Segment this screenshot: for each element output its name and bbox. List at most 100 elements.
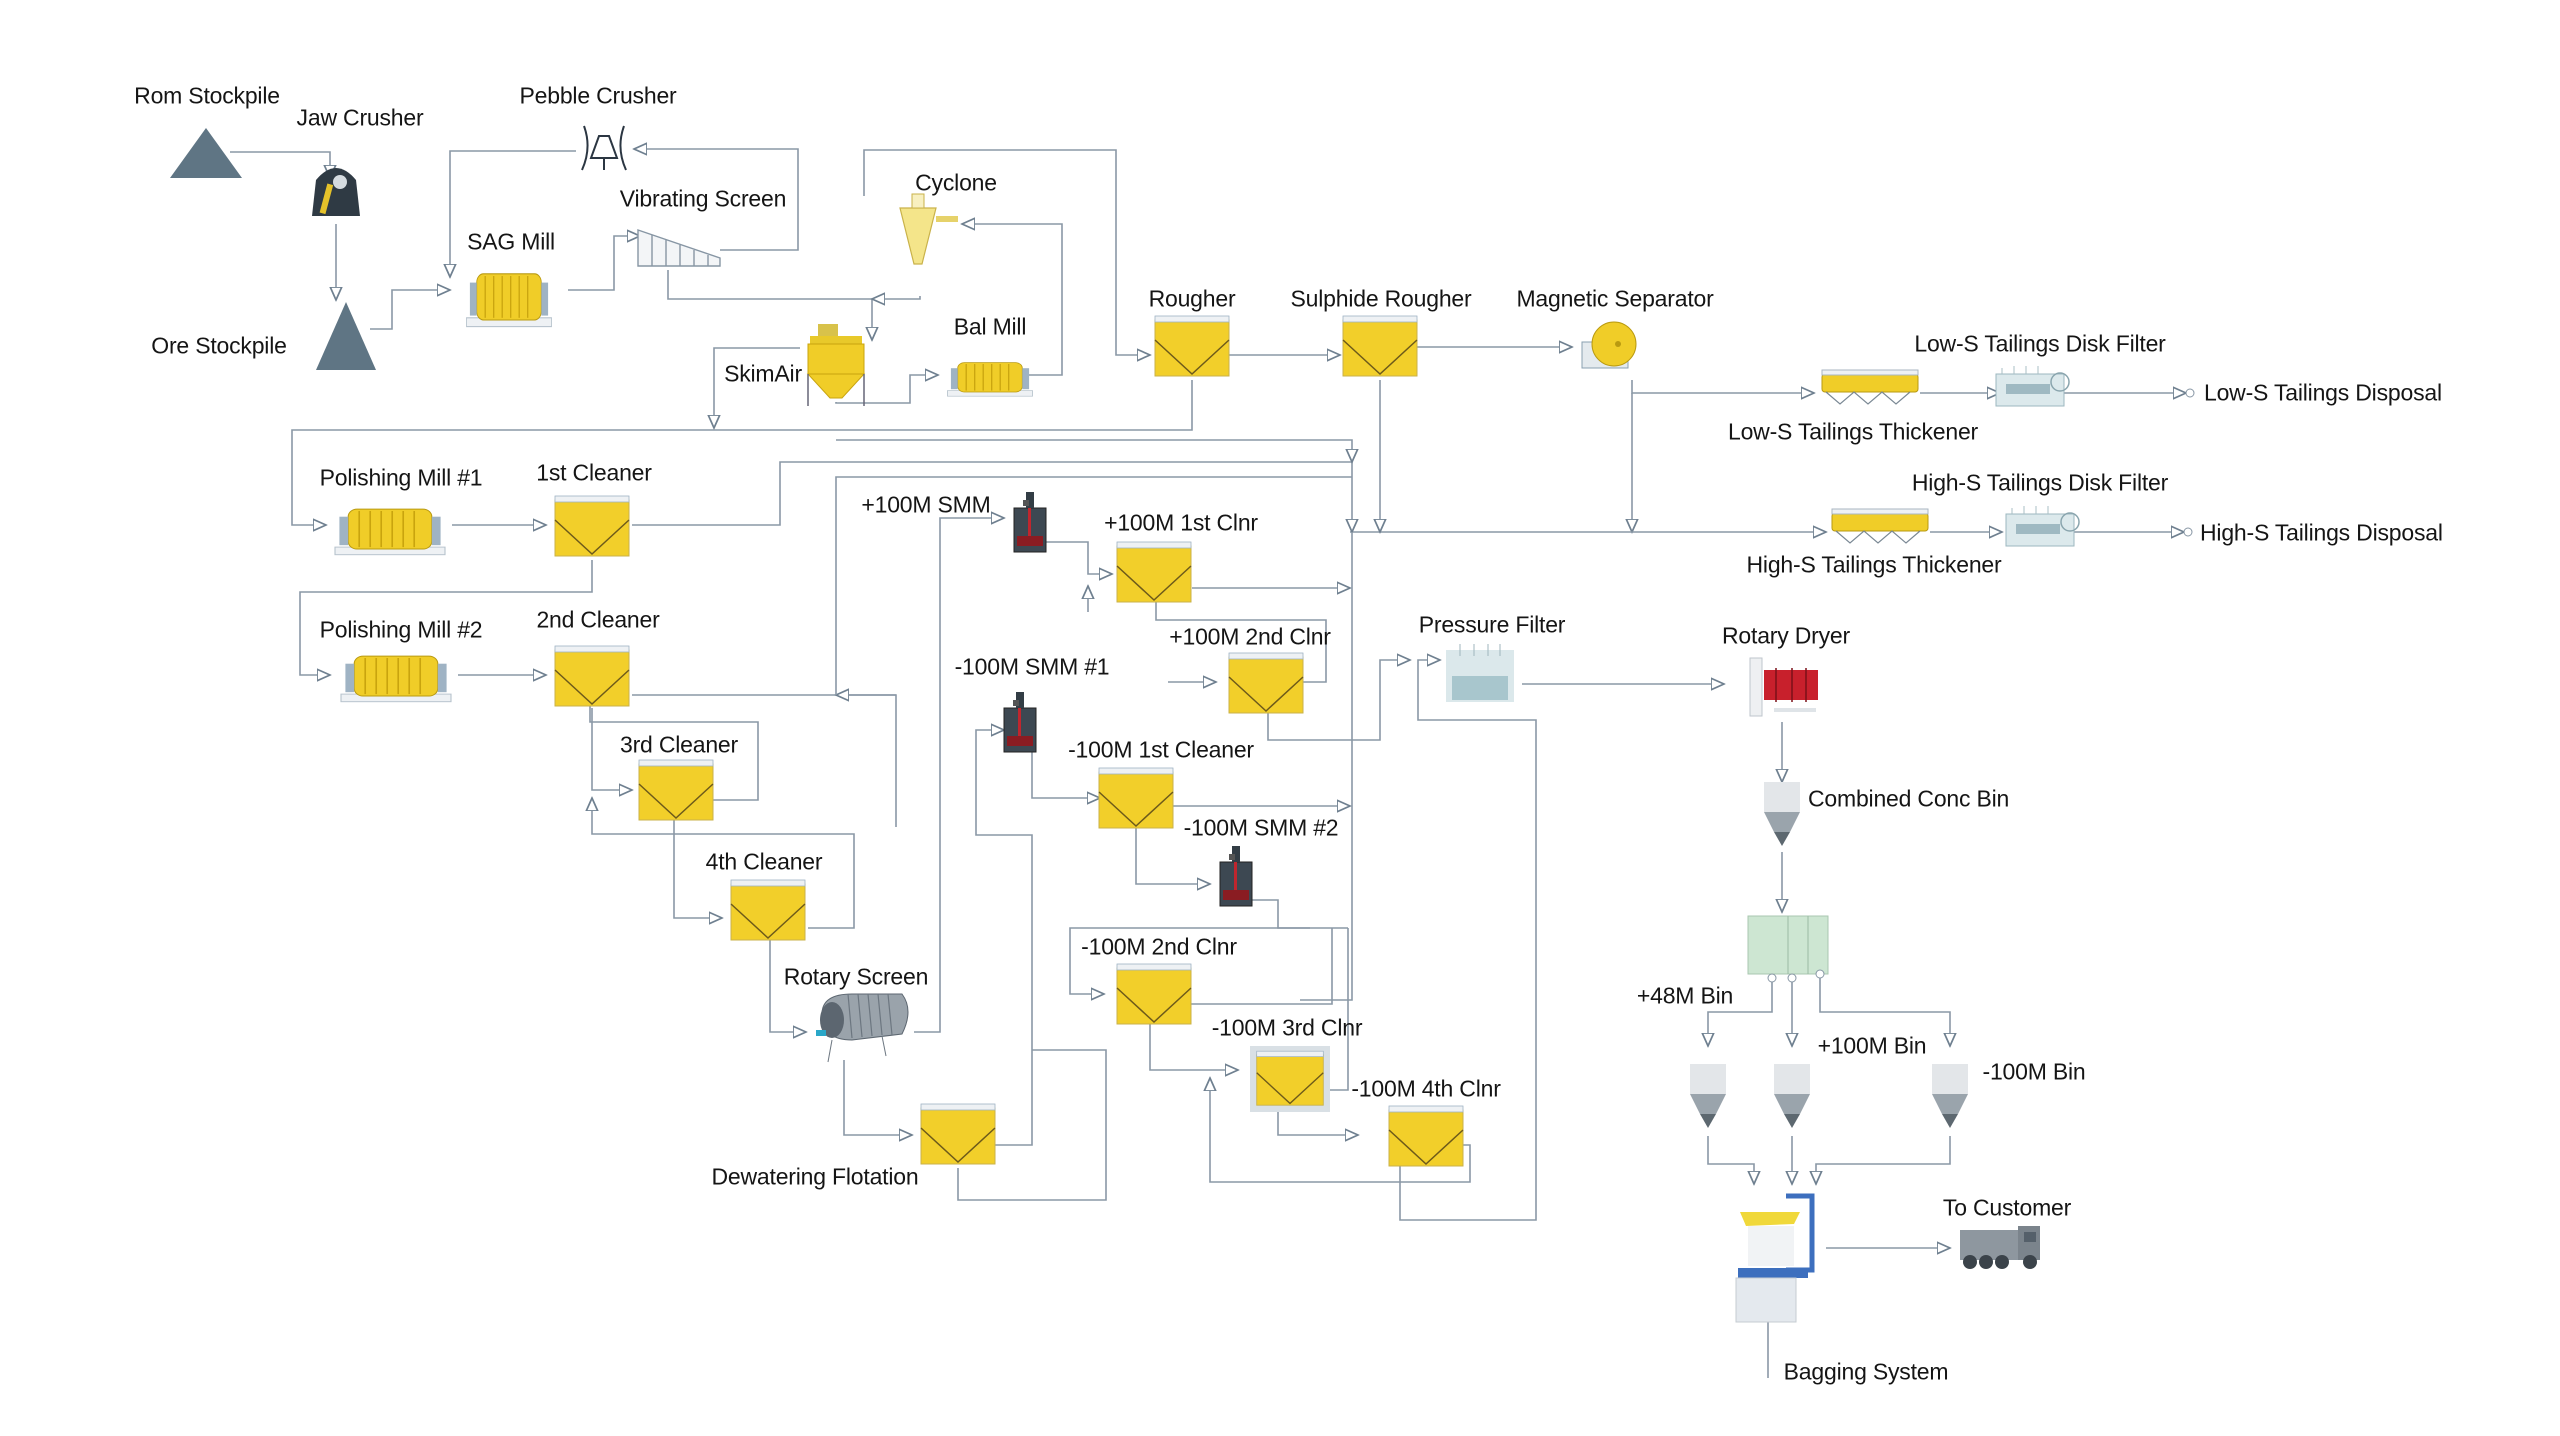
label-pressure-filter: Pressure Filter [1418,611,1566,638]
pipe-dew-smm1 [975,730,1033,1146]
dewatering-cell-icon[interactable] [920,1103,996,1165]
label-low-s-thickener: Low-S Tailings Thickener [1727,418,1979,445]
label-rom-stockpile: Rom Stockpile [134,82,280,109]
m100-bin-icon[interactable] [1932,1064,1968,1128]
flow-lines [230,149,2186,1378]
label-p100-smm: +100M SMM [861,491,991,518]
m100-smm-1-icon[interactable] [1003,691,1037,753]
label-magnetic-separator: Magnetic Separator [1516,285,1714,312]
pipe-screener-m100 [1819,972,1950,1046]
pipe-p100c1-c2 [1155,600,1327,683]
label-vibrating-screen: Vibrating Screen [619,185,787,212]
skimair-icon[interactable] [806,324,866,406]
pipe-skim-conc [714,347,800,428]
combined-conc-bin-icon[interactable] [1764,782,1800,846]
vibrating-screen-icon[interactable] [637,229,721,267]
label-p48-bin: +48M Bin [1636,982,1734,1009]
label-dewatering-flotation: Dewatering Flotation [711,1163,919,1190]
pipe-c2-c3 [591,708,632,790]
low-s-thickener-icon[interactable] [1821,369,1919,405]
pressure-filter-icon[interactable] [1446,644,1514,702]
ball-mill-icon[interactable] [946,361,1034,397]
label-high-s-disk-filter: High-S Tailings Disk Filter [1911,469,2169,496]
pipe-m100c4-conc [1399,660,1537,1221]
pipe-c1-pm2 [299,560,593,675]
label-m100-bin: -100M Bin [1982,1058,2086,1085]
jaw-crusher-icon[interactable] [312,168,360,216]
rotary-screen-icon[interactable] [816,993,909,1063]
label-m100-smm-2: -100M SMM #2 [1183,814,1339,841]
m100-3rd-clnr-cell-icon[interactable] [1256,1050,1324,1106]
high-s-disk-filter-icon[interactable] [2005,505,2080,547]
rougher-cell-icon[interactable] [1154,315,1230,377]
label-rotary-dryer: Rotary Dryer [1722,622,1850,649]
pebble-crusher-icon[interactable] [581,125,627,171]
magnetic-separator-icon[interactable] [1581,321,1637,369]
label-bal-mill: Bal Mill [953,313,1027,340]
equipment [170,125,2195,1323]
pipe-skim-mill [835,375,938,404]
pipe-screener-p48 [1708,978,1773,1046]
label-high-s-disposal: High-S Tailings Disposal [2200,519,2443,546]
product-screener-icon[interactable] [1747,915,1829,983]
polishing-mill-1-icon[interactable] [334,508,446,556]
p100-bin-icon[interactable] [1774,1064,1810,1128]
label-ore-stockpile: Ore Stockpile [151,332,287,359]
ore-stockpile-icon[interactable] [316,302,376,370]
cleaner-3-cell-icon[interactable] [638,759,714,821]
m100-4th-clnr-cell-icon[interactable] [1388,1105,1464,1167]
label-m100-smm-1: -100M SMM #1 [954,653,1110,680]
pipe-m100c2-c3 [1149,1022,1238,1070]
label-rougher: Rougher [1148,285,1236,312]
pipe-smm2-c2 [1250,899,1310,929]
pipe-mill-cyclone [962,224,1063,376]
pipe-c3-c4 [673,815,722,918]
pipe-rotary-p100 [914,518,1004,1033]
p100-smm-icon[interactable] [1013,491,1047,553]
pipe-rom-jaw [230,151,330,178]
label-polishing-mill-2: Polishing Mill #2 [319,616,483,643]
pipe-p100c2-conc [1267,660,1410,741]
p100-2nd-clnr-cell-icon[interactable] [1228,652,1304,714]
pipe-collector-vert [835,476,1352,695]
low-s-disk-filter-icon[interactable] [1995,365,2070,407]
cyclone-icon[interactable] [899,193,958,265]
cleaner-2-cell-icon[interactable] [554,645,630,707]
pipe-pebble-sag [450,150,576,277]
label-to-customer: To Customer [1942,1194,2072,1221]
label-cyclone: Cyclone [915,169,997,196]
label-polishing-mill-1: Polishing Mill #1 [319,464,483,491]
pipe-sag-screen [568,236,640,291]
label-rotary-screen: Rotary Screen [783,963,929,990]
polishing-mill-2-icon[interactable] [340,655,452,703]
m100-1st-cleaner-cell-icon[interactable] [1098,767,1174,829]
pipe-rougher-conc [291,380,1193,525]
pipe-dew-tail [957,1049,1107,1201]
pipe-cyclone-under [872,296,921,299]
p100-1st-clnr-cell-icon[interactable] [1116,541,1192,603]
cleaner-1-cell-icon[interactable] [554,495,630,557]
m100-smm-2-icon[interactable] [1219,845,1253,907]
label-pebble-crusher: Pebble Crusher [519,82,677,109]
rom-stockpile-icon[interactable] [170,128,242,178]
label-combined-conc-bin: Combined Conc Bin [1808,785,2010,812]
cleaner-4-cell-icon[interactable] [730,879,806,941]
label-bagging-system: Bagging System [1783,1358,1949,1385]
sulphide-rougher-cell-icon[interactable] [1342,315,1418,377]
bagging-system-icon[interactable] [1735,1193,1815,1323]
truck-icon[interactable] [1960,1226,2040,1269]
pipe-ore-sag [370,290,450,330]
label-p100-bin: +100M Bin [1817,1032,1927,1059]
label-sulphide-rougher: Sulphide Rougher [1290,285,1472,312]
p48-bin-icon[interactable] [1690,1064,1726,1128]
rotary-dryer-icon[interactable] [1749,657,1818,717]
label-cleaner-4: 4th Cleaner [705,848,823,875]
label-cleaner-3: 3rd Cleaner [620,731,738,758]
m100-2nd-clnr-cell-icon[interactable] [1116,963,1192,1025]
sag-mill-icon[interactable] [465,272,553,328]
label-p100-1st-clnr: +100M 1st Clnr [1104,509,1258,536]
high-s-thickener-icon[interactable] [1831,508,1929,544]
label-high-s-thickener: High-S Tailings Thickener [1746,551,2002,578]
label-sag-mill: SAG Mill [467,228,555,255]
high-s-disposal-marker [2183,527,2193,537]
